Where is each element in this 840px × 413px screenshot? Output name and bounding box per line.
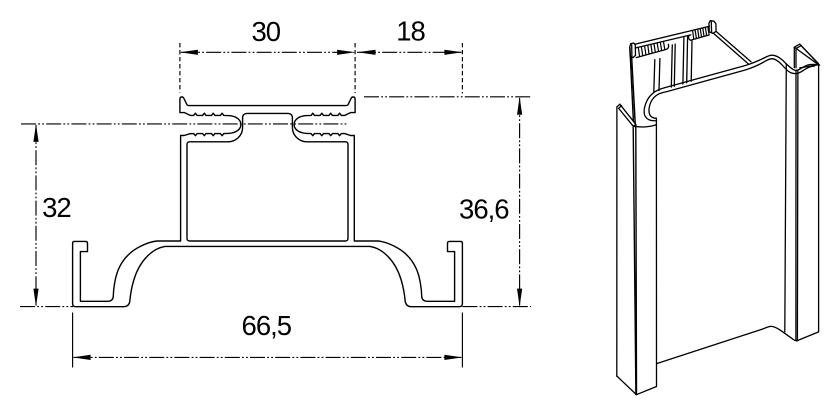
svg-text:66,5: 66,5	[242, 310, 292, 341]
svg-text:18: 18	[396, 16, 425, 47]
svg-text:36,6: 36,6	[459, 193, 509, 224]
svg-text:32: 32	[42, 192, 71, 223]
svg-text:30: 30	[252, 16, 281, 47]
